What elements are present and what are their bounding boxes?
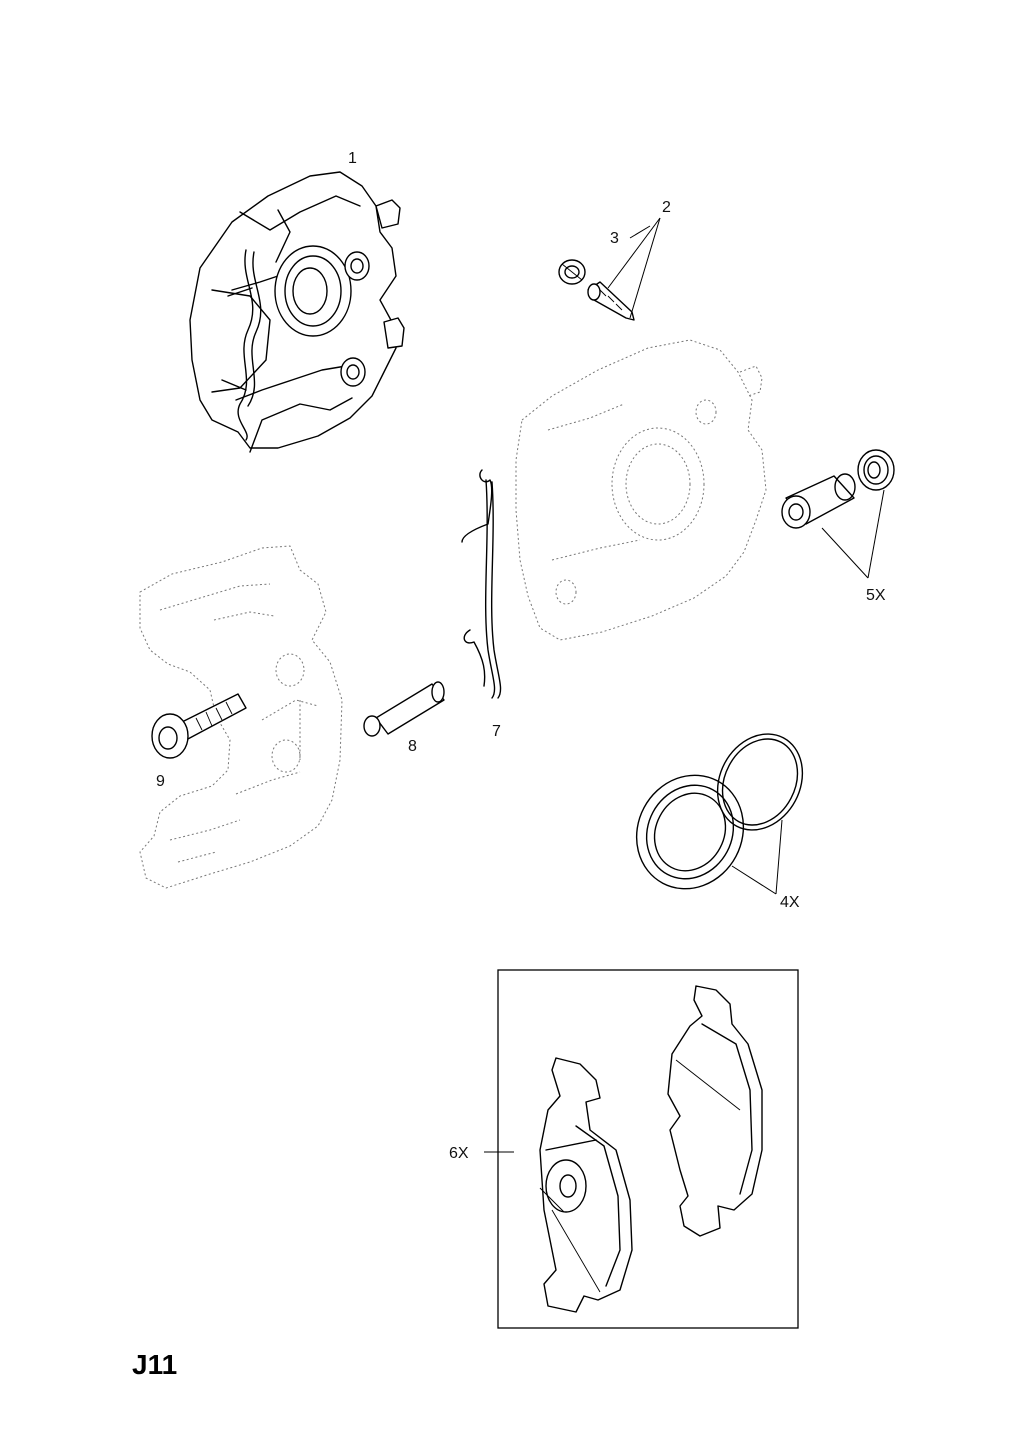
part-9-caliper-bolt[interactable] bbox=[151, 693, 247, 759]
part-1-caliper-housing[interactable] bbox=[189, 171, 405, 453]
callout-7: 7 bbox=[492, 723, 501, 740]
callout-5x: 5X bbox=[866, 587, 886, 604]
callout-2: 2 bbox=[662, 199, 671, 216]
part-7-anti-rattle-spring[interactable] bbox=[461, 469, 502, 699]
part-8-guide-bolt[interactable] bbox=[363, 681, 445, 737]
part-6x-brake-pad-right[interactable] bbox=[667, 985, 763, 1237]
part-5x-guide-sleeve[interactable] bbox=[781, 473, 856, 529]
part-6x-brake-pad-left[interactable] bbox=[539, 1057, 633, 1313]
callout-4x: 4X bbox=[780, 894, 800, 911]
part-3-bleed-screw-cap[interactable] bbox=[558, 259, 586, 285]
caliper-carrier-ghost bbox=[139, 545, 343, 889]
callout-9: 9 bbox=[156, 773, 165, 790]
part-5x-guide-boot[interactable] bbox=[857, 449, 895, 491]
callout-1: 1 bbox=[348, 150, 357, 167]
caliper-housing-ghost bbox=[515, 339, 767, 641]
callout-8: 8 bbox=[408, 738, 417, 755]
part-2-bleed-screw[interactable] bbox=[587, 281, 635, 321]
brake-pads-frame bbox=[497, 969, 799, 1329]
part-4x-piston-seal[interactable] bbox=[617, 756, 763, 907]
sheet-code: J11 bbox=[132, 1349, 177, 1380]
callout-3: 3 bbox=[610, 230, 619, 247]
leader-lines bbox=[484, 217, 885, 1213]
part-4x-sealing-ring[interactable] bbox=[701, 719, 819, 845]
callout-6x: 6X bbox=[449, 1145, 469, 1162]
